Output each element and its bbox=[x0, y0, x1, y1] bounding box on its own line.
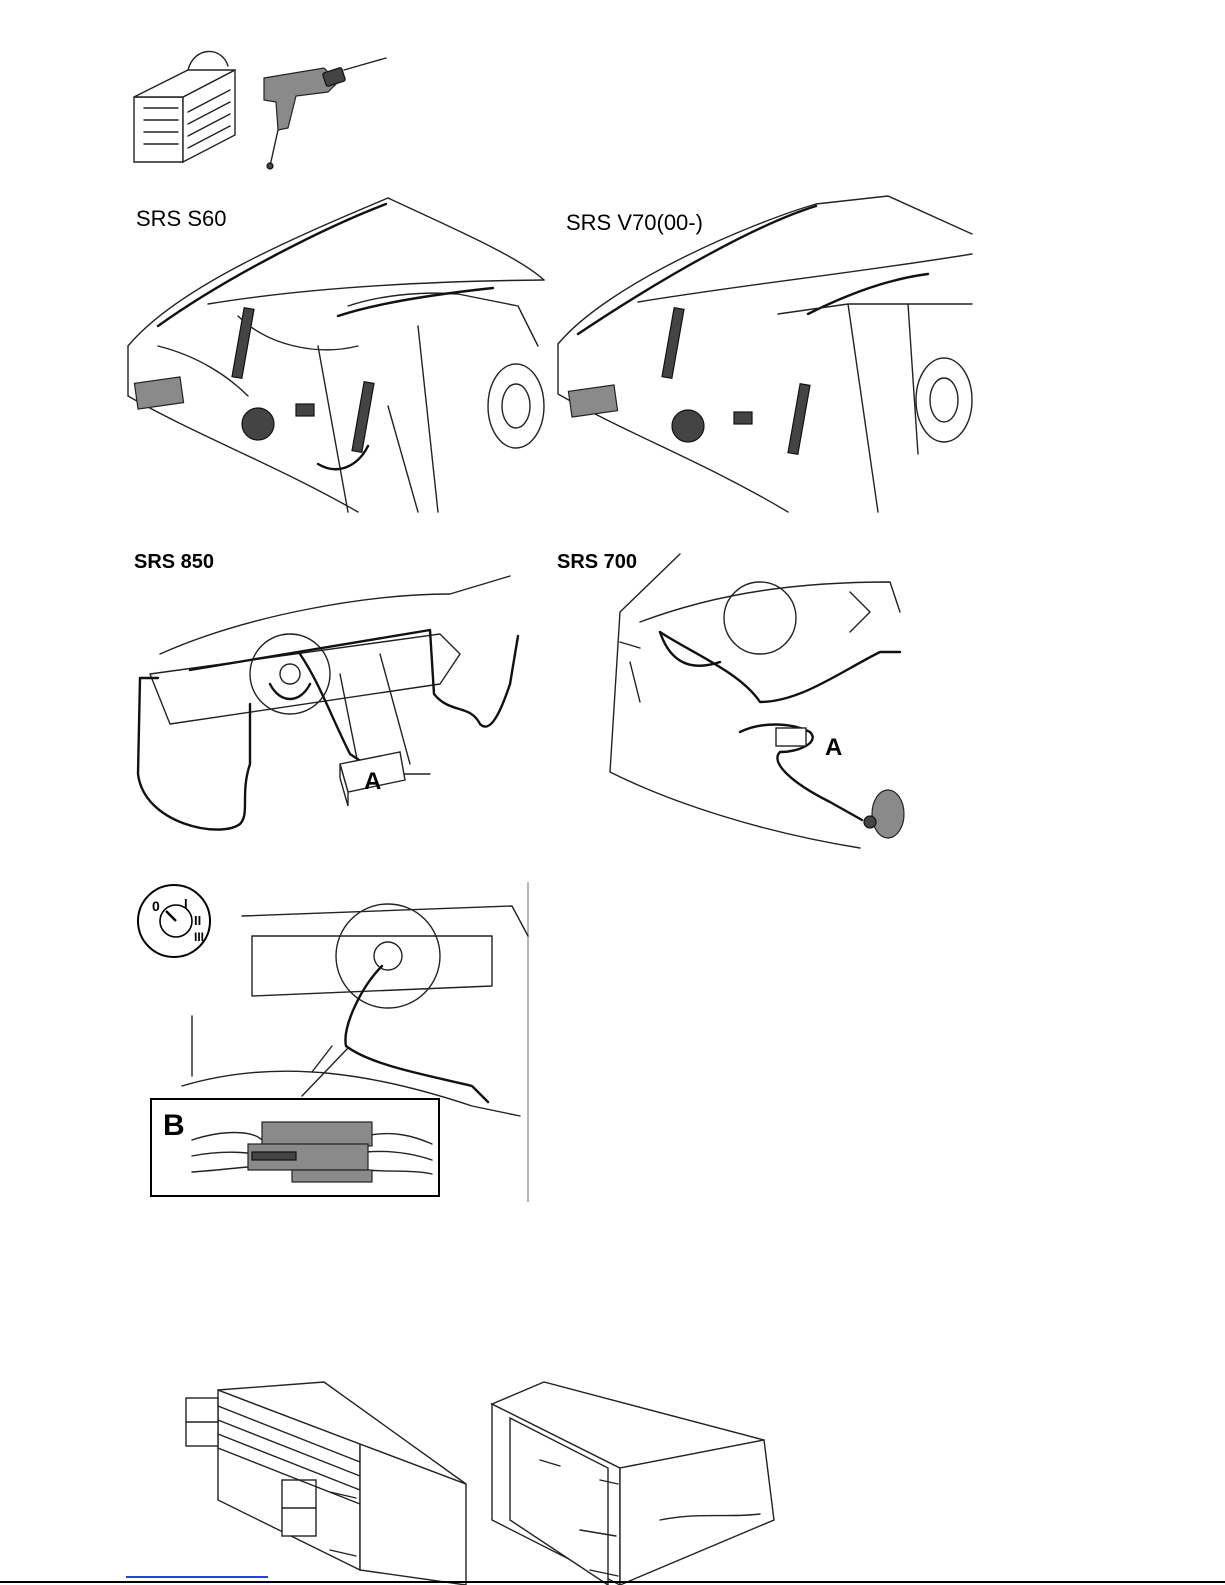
connector-b-inset bbox=[150, 1098, 440, 1197]
ignition-position-i: I bbox=[184, 896, 188, 911]
ignition-position-0: 0 bbox=[152, 898, 160, 914]
marker-a-srs-700: A bbox=[825, 734, 842, 762]
ignition-connector-illustration: 0 I II III bbox=[132, 876, 532, 1202]
radio-frames-illustration bbox=[180, 1380, 780, 1585]
srs-s60-illustration bbox=[118, 196, 546, 514]
marker-b: B bbox=[163, 1109, 185, 1143]
radio-frame-right bbox=[492, 1382, 774, 1585]
ignition-position-iii: III bbox=[194, 930, 204, 944]
page-bottom-rule bbox=[0, 1581, 1225, 1583]
ignition-position-ii: II bbox=[194, 913, 201, 928]
toolbox-icon bbox=[134, 51, 235, 162]
marker-a-srs-850: A bbox=[364, 768, 381, 796]
drill-icon bbox=[264, 58, 386, 169]
tools-illustration bbox=[128, 40, 398, 175]
figure-label-srs-850: SRS 850 bbox=[134, 551, 214, 574]
radio-frame-left bbox=[186, 1382, 466, 1585]
srs-700-illustration bbox=[600, 552, 920, 852]
srs-v70-illustration bbox=[548, 194, 974, 514]
footer-link-underline[interactable] bbox=[126, 1576, 268, 1578]
srs-850-illustration bbox=[130, 574, 530, 842]
ignition-switch-dial: 0 I II III bbox=[134, 881, 214, 961]
